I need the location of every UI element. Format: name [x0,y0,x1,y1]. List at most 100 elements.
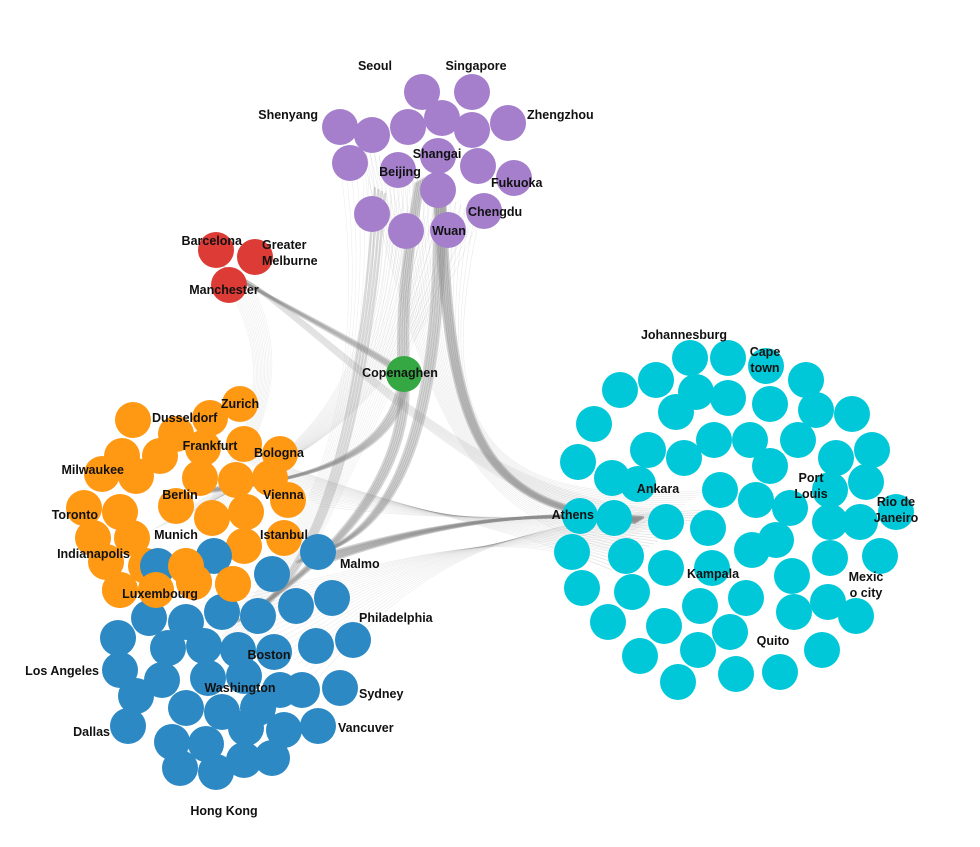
cyan-node [638,362,674,398]
cyan-node [562,498,598,534]
edge [431,187,670,515]
orange-node [215,566,251,602]
purple-node [354,196,390,232]
edge [241,458,646,550]
cyan-node [658,394,694,430]
cyan-node [762,654,798,690]
cyan-node [648,504,684,540]
label-ankara: Ankara [637,482,680,496]
cyan-node [702,472,738,508]
orange-node [114,520,150,556]
cyan-node [862,538,898,574]
edge [250,190,383,621]
cyan-node [738,482,774,518]
blue-node [240,598,276,634]
edge [253,192,387,619]
purple-node [490,105,526,141]
orange-node [115,402,151,438]
edge [369,149,620,546]
label-washington: Washington [204,681,275,695]
blue-node [186,628,222,664]
label-los-angeles: Los Angeles [25,664,99,678]
cyan-node [712,614,748,650]
purple-node [332,145,368,181]
cyan-node [682,588,718,624]
orange-node [84,456,120,492]
blue-node [150,630,186,666]
edge [439,192,678,510]
blue-node [190,660,226,696]
blue-node [278,588,314,624]
cyan-node [834,396,870,432]
purple-node [388,213,424,249]
cyan-node [788,362,824,398]
cyan-node [752,386,788,422]
cyan-node [732,422,768,458]
label-kampala: Kampala [687,567,740,581]
cyan-node [672,340,708,376]
orange-node [185,430,221,466]
blue-node [204,594,240,630]
hub-node [386,356,422,392]
orange-node [102,572,138,608]
orange-node [176,564,212,600]
blue-node [188,726,224,762]
red-node [198,232,234,268]
edge [399,180,420,373]
blue-node [300,708,336,744]
label-barcelona: Barcelona [182,234,243,248]
edge [401,179,422,375]
cyan-node [590,604,626,640]
edge [287,235,461,611]
blue-node [254,556,290,592]
cyan-node [622,638,658,674]
edge [252,465,654,545]
blue-node [335,622,371,658]
purple-node [390,109,426,145]
cyan-node [842,504,878,540]
orange-node [66,490,102,526]
label-seoul: Seoul [358,59,392,73]
purple-node [354,117,390,153]
blue-node [298,628,334,664]
edge [403,178,424,376]
cyan-node [774,558,810,594]
purple-node [454,74,490,110]
edge [257,468,658,542]
blue-node [314,580,350,616]
purple-node [496,160,532,196]
edge [255,211,421,631]
cyan-node [758,522,794,558]
label-quito: Quito [757,634,790,648]
cyan-node [620,466,656,502]
edge [247,280,665,512]
purple-node [466,193,502,229]
blue-node [196,538,232,574]
cyan-node [614,574,650,610]
edge [236,455,642,553]
edge [396,182,418,372]
label-singapore: Singapore [445,59,506,73]
cyan-node [660,664,696,700]
cyan-node [690,510,726,546]
edge [455,207,697,499]
label-indianapolis: Indianapolis [57,547,130,561]
label-malmo: Malmo [340,557,380,571]
label-wuan: Wuan [432,224,466,238]
cyan-node [812,472,848,508]
label-chengdu: Chengdu [468,205,522,219]
edge [303,202,447,559]
orange-node [158,488,194,524]
label-johannesburg: Johannesburg [641,328,727,342]
purple-node [322,109,358,145]
edge [260,215,427,628]
edge [246,461,650,547]
label-luxembourg: Luxembourg [122,587,198,601]
red-node [211,267,247,303]
blue-node [100,620,136,656]
cyan-node [752,448,788,484]
cyan-node [646,608,682,644]
blue-node [102,652,138,688]
label-sydney: Sydney [359,687,404,701]
